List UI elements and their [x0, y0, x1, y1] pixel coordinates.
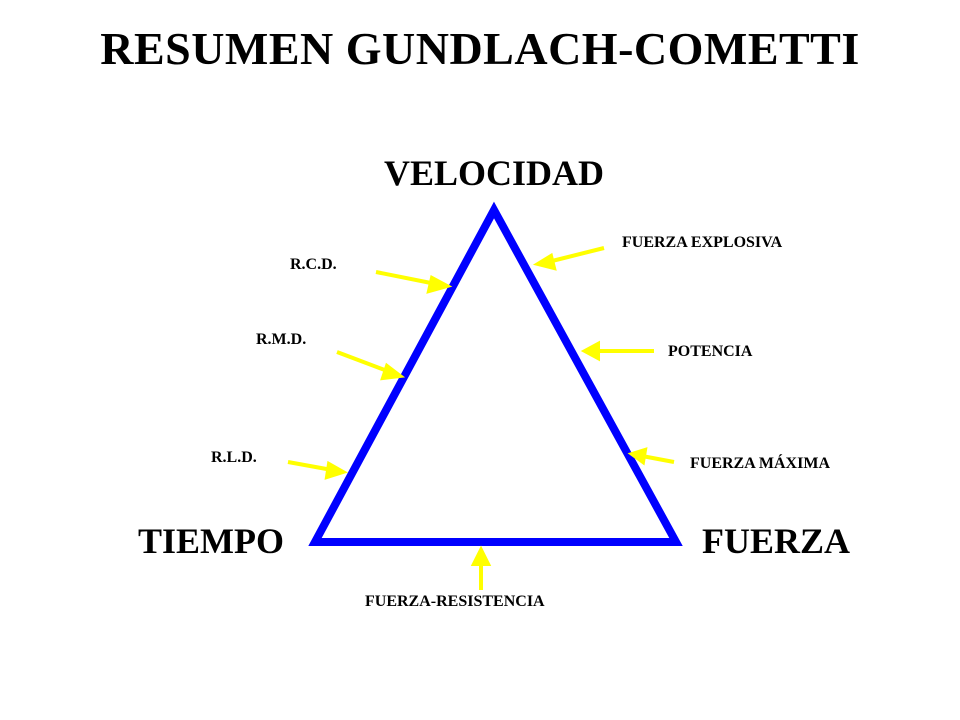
label-rmd: R.M.D. — [256, 331, 307, 348]
arrow-maxima-head — [627, 447, 648, 466]
label-rld: R.L.D. — [211, 449, 257, 466]
arrow-rcd — [375, 270, 437, 286]
arrows — [287, 246, 675, 590]
vertex-velocidad: VELOCIDAD — [384, 153, 605, 193]
arrow-rcd-head — [426, 275, 453, 294]
arrow-rmd — [336, 350, 391, 374]
label-resistencia: FUERZA-RESISTENCIA — [365, 593, 545, 610]
page-title: RESUMEN GUNDLACH-COMETTI — [100, 23, 860, 74]
label-maxima: FUERZA MÁXIMA — [690, 455, 830, 472]
arrow-rld — [287, 460, 333, 472]
arrow-resistencia-head — [470, 545, 492, 566]
arrow-explosiva — [547, 246, 605, 264]
label-explosiva: FUERZA EXPLOSIVA — [622, 234, 783, 251]
arrow-explosiva-head — [532, 252, 557, 271]
label-potencia: POTENCIA — [668, 343, 753, 360]
vertex-tiempo: TIEMPO — [138, 521, 285, 561]
arrow-maxima — [641, 454, 675, 464]
arrow-rld-head — [324, 460, 348, 480]
triangle — [308, 201, 683, 546]
arrow-potencia-head — [580, 340, 600, 362]
vertex-fuerza: FUERZA — [702, 521, 851, 561]
arrow-rmd-head — [380, 362, 406, 381]
label-rcd: R.C.D. — [290, 256, 337, 273]
